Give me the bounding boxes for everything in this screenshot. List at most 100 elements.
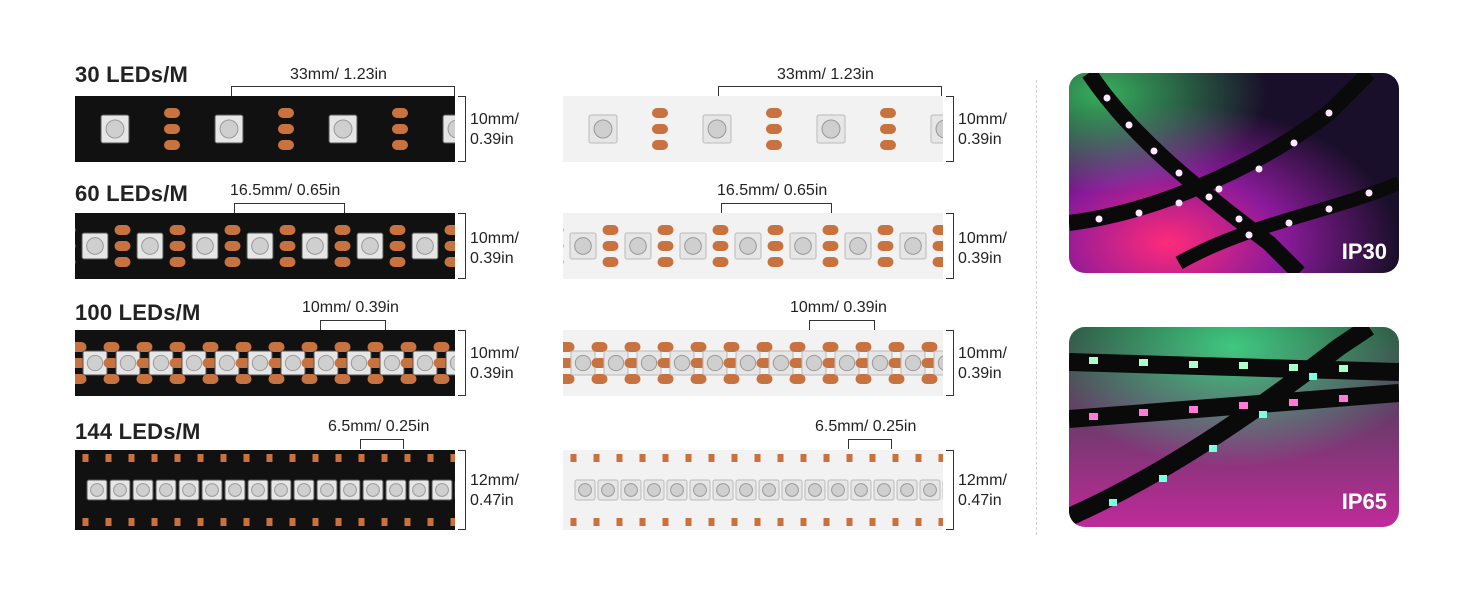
led-lens — [772, 354, 790, 372]
copper-pad — [105, 518, 112, 526]
spacing-bracket — [718, 86, 942, 96]
height-label: 10mm/0.39in — [470, 344, 519, 384]
height-bracket — [458, 96, 466, 162]
led-lens — [219, 119, 239, 139]
row-title-144: 144 LEDs/M — [75, 419, 201, 444]
copper-pad — [657, 241, 674, 251]
led-lens — [624, 483, 638, 497]
copper-pad — [433, 342, 450, 352]
led-lens — [684, 237, 702, 255]
height-in: 0.39in — [958, 365, 1002, 382]
copper-pad — [639, 454, 646, 462]
copper-pad — [114, 257, 131, 267]
pcb-base — [75, 96, 455, 162]
copper-pad — [444, 241, 455, 251]
height-bracket — [946, 213, 954, 279]
copper-pad — [427, 454, 434, 462]
led-lens — [113, 483, 127, 497]
led-strip-black-30 — [75, 96, 455, 162]
height-label: 10mm/0.39in — [958, 229, 1007, 269]
height-bracket — [946, 330, 954, 396]
copper-pad — [602, 225, 619, 235]
copper-pad — [657, 342, 674, 352]
copper-pad — [855, 342, 872, 352]
led-lens — [785, 483, 799, 497]
height-mm: 10mm/ — [958, 230, 1007, 247]
copper-pad — [169, 225, 186, 235]
led-lens — [838, 354, 856, 372]
copper-pad — [164, 108, 180, 118]
led-lens — [607, 354, 625, 372]
copper-pad — [278, 140, 294, 150]
copper-pad — [202, 342, 219, 352]
copper-pad — [570, 454, 577, 462]
copper-pad — [164, 124, 180, 134]
copper-pad — [880, 108, 896, 118]
copper-pad — [289, 454, 296, 462]
height-bracket — [458, 330, 466, 396]
copper-pad — [712, 241, 729, 251]
height-label: 12mm/0.47in — [958, 471, 1007, 511]
copper-pad — [128, 454, 135, 462]
copper-pad — [444, 257, 455, 267]
led-lens — [574, 237, 592, 255]
led-lens — [251, 354, 269, 372]
copper-pad — [756, 374, 773, 384]
copper-pad — [151, 518, 158, 526]
led-lens — [739, 354, 757, 372]
copper-pad — [800, 454, 807, 462]
copper-pad — [358, 518, 365, 526]
copper-pad — [822, 225, 839, 235]
led-lens — [706, 354, 724, 372]
led-lens — [136, 483, 150, 497]
copper-pad — [174, 518, 181, 526]
height-bracket — [458, 213, 466, 279]
copper-pad — [855, 374, 872, 384]
copper-pad — [136, 342, 153, 352]
led-lens — [159, 483, 173, 497]
height-label: 10mm/0.39in — [470, 229, 519, 269]
copper-pad — [869, 454, 876, 462]
copper-pad — [766, 140, 782, 150]
led-lens — [670, 483, 684, 497]
copper-pad — [289, 518, 296, 526]
photo-ip30: IP30 — [1069, 73, 1399, 273]
copper-pad — [220, 518, 227, 526]
led-lens — [673, 354, 691, 372]
copper-pad — [268, 342, 285, 352]
led-lens — [849, 237, 867, 255]
copper-pad — [450, 454, 455, 462]
copper-pad — [563, 227, 564, 233]
copper-pad — [932, 257, 943, 267]
copper-pad — [756, 342, 773, 352]
copper-pad — [400, 374, 417, 384]
strip-graphic — [75, 96, 455, 162]
copper-pad — [789, 342, 806, 352]
copper-pad — [243, 518, 250, 526]
led-lens — [937, 355, 943, 371]
copper-pad — [823, 518, 830, 526]
led-lens — [119, 354, 137, 372]
copper-pad — [657, 257, 674, 267]
height-bracket — [946, 96, 954, 162]
copper-pad — [381, 518, 388, 526]
copper-pad — [103, 342, 120, 352]
copper-pad — [624, 342, 641, 352]
copper-pad — [392, 124, 408, 134]
led-lens — [185, 354, 203, 372]
copper-pad — [75, 374, 87, 384]
led-lens — [707, 119, 727, 139]
led-lens — [647, 483, 661, 497]
copper-pad — [593, 518, 600, 526]
led-lens — [831, 483, 845, 497]
led-lens — [716, 483, 730, 497]
height-mm: 10mm/ — [470, 230, 519, 247]
copper-pad — [685, 518, 692, 526]
copper-pad — [690, 374, 707, 384]
copper-pad — [278, 124, 294, 134]
led-lens — [412, 483, 426, 497]
copper-pad — [767, 225, 784, 235]
spacing-label: 16.5mm/ 0.65in — [230, 182, 341, 199]
copper-pad — [712, 257, 729, 267]
height-mm: 12mm/ — [958, 472, 1007, 489]
